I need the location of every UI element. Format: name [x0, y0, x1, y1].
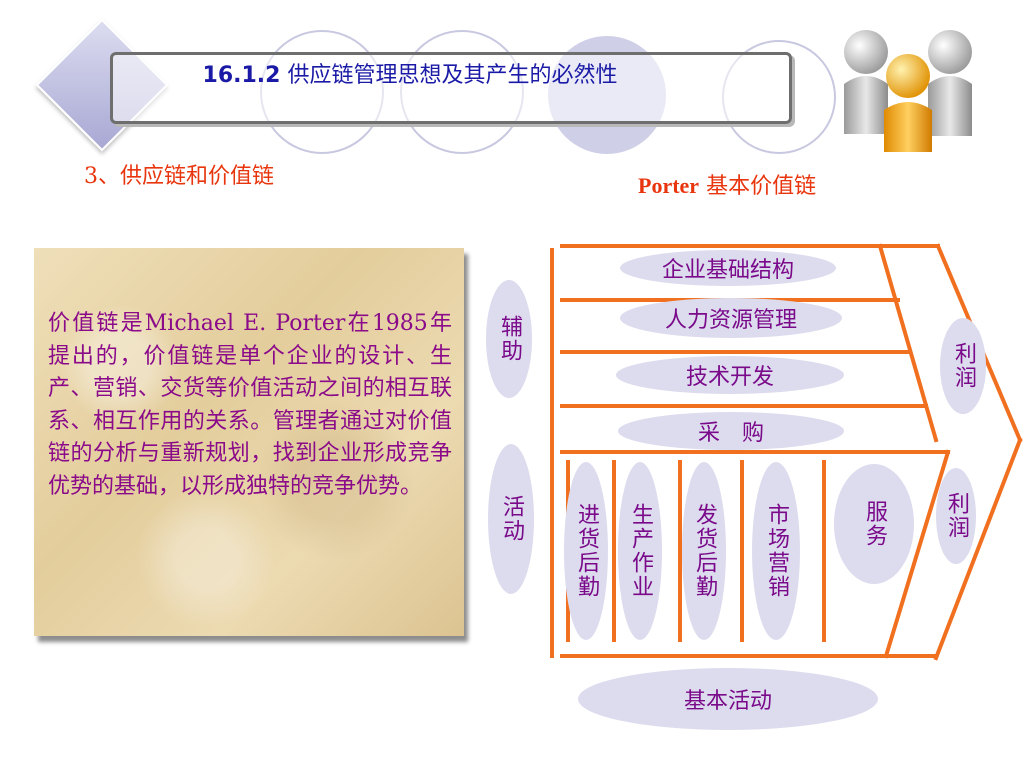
primary-group-label: 活动: [488, 444, 534, 594]
primary-activity-marketing: 市场营销: [752, 462, 800, 640]
support-activity-technology: 技术开发: [616, 356, 844, 394]
heading-latin: Porter: [638, 173, 700, 198]
title-label: 供应链管理思想及其产生的必然性: [287, 63, 618, 88]
two-people-icon: [844, 30, 972, 152]
margin-label-top: 利润: [940, 318, 986, 414]
title-bar: [110, 52, 792, 124]
support-activity-hrm: 人力资源管理: [620, 298, 842, 338]
primary-activity-service: 服务: [834, 464, 914, 584]
value-chain-heading: Porter 基本价值链: [638, 168, 816, 200]
text-card: [34, 248, 464, 636]
card-paragraph: 价值链是Michael E. Porter在1985年提出的，价值链是单个企业的…: [48, 311, 452, 499]
support-activity-procurement: 采 购: [618, 412, 844, 450]
heading-cn: 基本价值链: [706, 174, 817, 199]
title-number: 16.1.2: [202, 63, 281, 88]
support-group-label: 辅助: [486, 280, 532, 398]
support-activity-firm-infrastructure: 企业基础结构: [620, 250, 836, 286]
margin-label-bottom: 利润: [936, 468, 976, 564]
page-title: 16.1.2 供应链管理思想及其产生的必然性: [150, 62, 670, 90]
primary-activity-operations: 生产作业: [618, 462, 662, 640]
primary-activity-outbound-logistics: 发货后勤: [682, 462, 726, 640]
section-heading: 3、供应链和价值链: [84, 164, 274, 189]
primary-activity-inbound-logistics: 进货后勤: [564, 462, 608, 640]
primary-activities-footer: 基本活动: [578, 668, 878, 730]
